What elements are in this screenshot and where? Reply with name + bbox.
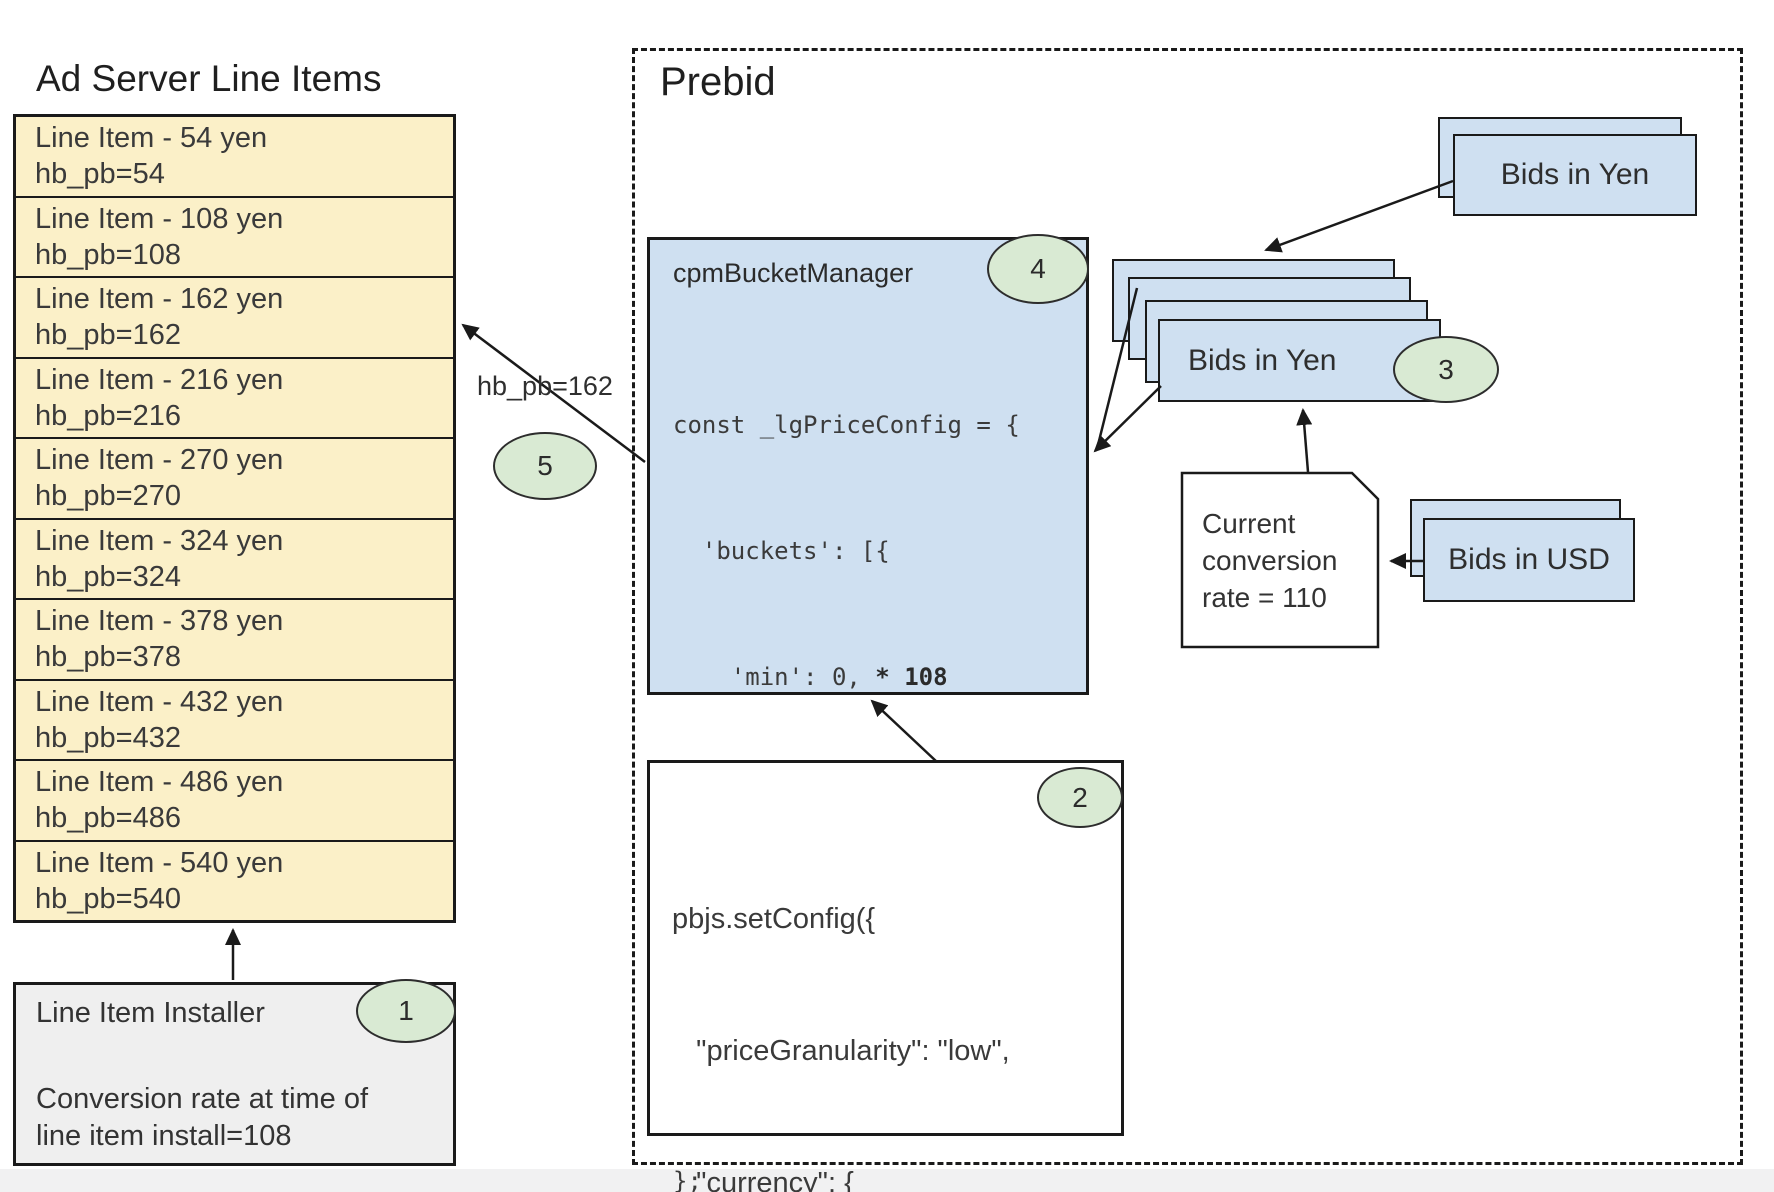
cpm-bucket-manager-label: cpmBucketManager [673, 258, 914, 288]
line-item-key: hb_pb=270 [35, 480, 181, 513]
code-line: "priceGranularity": "low", [672, 1035, 1010, 1067]
line-item-row: Line Item - 270 yen hb_pb=270 [16, 439, 453, 520]
step-badge-2: 2 [1037, 767, 1123, 828]
prebid-title: Prebid [660, 60, 776, 104]
bids-in-yen-top-card: Bids in Yen [1453, 134, 1697, 216]
bids-in-usd-card: Bids in USD [1423, 518, 1635, 602]
line-item-row: Line Item - 540 yen hb_pb=540 [16, 842, 453, 921]
line-item-row: Line Item - 432 yen hb_pb=432 [16, 681, 453, 761]
line-item-title: Line Item - 486 yen [35, 766, 284, 799]
page-bottom-edge [0, 1169, 1774, 1192]
line-item-key: hb_pb=216 [35, 399, 181, 432]
line-item-row: Line Item - 378 yen hb_pb=378 [16, 600, 453, 681]
line-item-key: hb_pb=162 [35, 319, 181, 352]
hb-pb-arrow-label: hb_pb=162 [477, 371, 613, 401]
line-item-row: Line Item - 162 yen hb_pb=162 [16, 278, 453, 359]
set-config-code: pbjs.setConfig({ "priceGranularity": "lo… [672, 809, 1074, 1192]
conversion-rate-note-text: Current conversion rate = 110 [1202, 508, 1338, 613]
code-line: pbjs.setConfig({ [672, 903, 876, 935]
code-line: const _lgPriceConfig = { [673, 411, 1020, 439]
cpm-bucket-manager-box: cpmBucketManager const _lgPriceConfig = … [647, 237, 1089, 1192]
line-item-key: hb_pb=486 [35, 802, 181, 835]
line-item-title: Line Item - 378 yen [35, 605, 284, 638]
set-config-box: pbjs.setConfig({ "priceGranularity": "lo… [647, 760, 1124, 1192]
line-item-key: hb_pb=324 [35, 560, 181, 593]
code-line: 'buckets': [{ [673, 537, 890, 565]
line-item-row: Line Item - 54 yen hb_pb=54 [16, 117, 453, 198]
line-item-title: Line Item - 432 yen [35, 685, 284, 718]
step-badge-5: 5 [493, 432, 597, 500]
step-badge-3: 3 [1393, 336, 1499, 403]
line-items-table: Line Item - 54 yen hb_pb=54 Line Item - … [13, 114, 456, 923]
installer-conversion-note: Conversion rate at time of line item ins… [36, 1083, 369, 1152]
code-line: 'min': 0, * 108 [673, 663, 948, 691]
line-item-title: Line Item - 540 yen [35, 846, 284, 879]
line-item-row: Line Item - 324 yen hb_pb=324 [16, 520, 453, 600]
line-item-key: hb_pb=432 [35, 721, 181, 754]
bids-in-yen-stack-label: Bids in Yen [1188, 343, 1337, 377]
line-item-title: Line Item - 108 yen [35, 202, 284, 235]
line-item-title: Line Item - 324 yen [35, 524, 284, 557]
step-badge-1: 1 [356, 979, 456, 1043]
line-item-title: Line Item - 54 yen [35, 122, 268, 155]
line-item-title: Line Item - 216 yen [35, 363, 284, 396]
line-item-title: Line Item - 162 yen [35, 283, 284, 316]
code-line: }; [673, 1167, 702, 1192]
line-item-row: Line Item - 486 yen hb_pb=486 [16, 761, 453, 842]
line-item-key: hb_pb=54 [35, 158, 165, 191]
installer-title: Line Item Installer [36, 997, 265, 1029]
line-item-key: hb_pb=540 [35, 882, 181, 915]
prebid-container [632, 48, 1743, 1165]
code-line: "currency": { [672, 1167, 854, 1192]
line-item-key: hb_pb=378 [35, 641, 181, 674]
line-item-key: hb_pb=108 [35, 238, 181, 271]
line-item-row: Line Item - 108 yen hb_pb=108 [16, 198, 453, 278]
step-badge-4: 4 [987, 234, 1089, 304]
line-item-row: Line Item - 216 yen hb_pb=216 [16, 359, 453, 439]
bids-in-usd-label: Bids in USD [1448, 543, 1610, 576]
line-item-title: Line Item - 270 yen [35, 444, 284, 477]
bids-in-yen-top-label: Bids in Yen [1500, 158, 1650, 191]
ad-server-title: Ad Server Line Items [36, 58, 382, 99]
